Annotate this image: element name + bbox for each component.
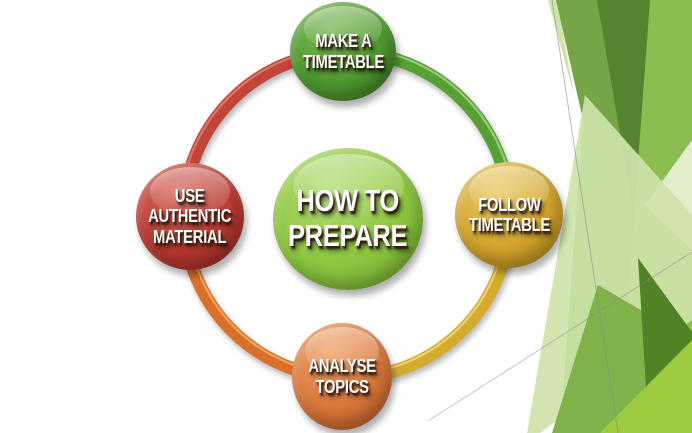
node-analyse-topics-label: ANALYSE TOPICS	[308, 356, 376, 397]
label-line: HOW TO	[296, 183, 400, 219]
label-line: USE	[175, 186, 205, 207]
node-make-a-timetable-label: MAKE A TIMETABLE	[302, 31, 383, 71]
label-line: MAKE A	[314, 31, 372, 52]
facet-pale-sliver	[548, 0, 574, 95]
node-use-authentic-material-label: USE AUTHENTIC MATERIAL	[148, 186, 231, 246]
label-line: TIMETABLE	[468, 215, 550, 235]
label-line: TOPICS	[315, 376, 369, 397]
label-line: MATERIAL	[153, 226, 227, 247]
facet-bright-corner	[600, 340, 692, 433]
facet-diagonal-line-1	[551, 0, 619, 433]
label-line: PREPARE	[288, 218, 408, 253]
node-follow-timetable-label: FOLLOW TIMETABLE	[468, 195, 549, 235]
label-line: TIMETABLE	[302, 51, 384, 72]
facet-diagonal-line-2	[427, 251, 692, 422]
node-analyse-topics: ANALYSE TOPICS	[292, 323, 392, 430]
label-line: ANALYSE	[308, 356, 376, 377]
diagram-title: HOW TO PREPARE	[288, 183, 408, 253]
node-follow-timetable: FOLLOW TIMETABLE	[455, 162, 563, 268]
label-line: AUTHENTIC	[148, 206, 232, 227]
node-how-to-prepare: HOW TO PREPARE	[273, 148, 423, 290]
node-make-a-timetable: MAKE A TIMETABLE	[290, 2, 396, 101]
node-use-authentic-material: USE AUTHENTIC MATERIAL	[136, 163, 244, 270]
label-line: FOLLOW	[477, 194, 541, 215]
